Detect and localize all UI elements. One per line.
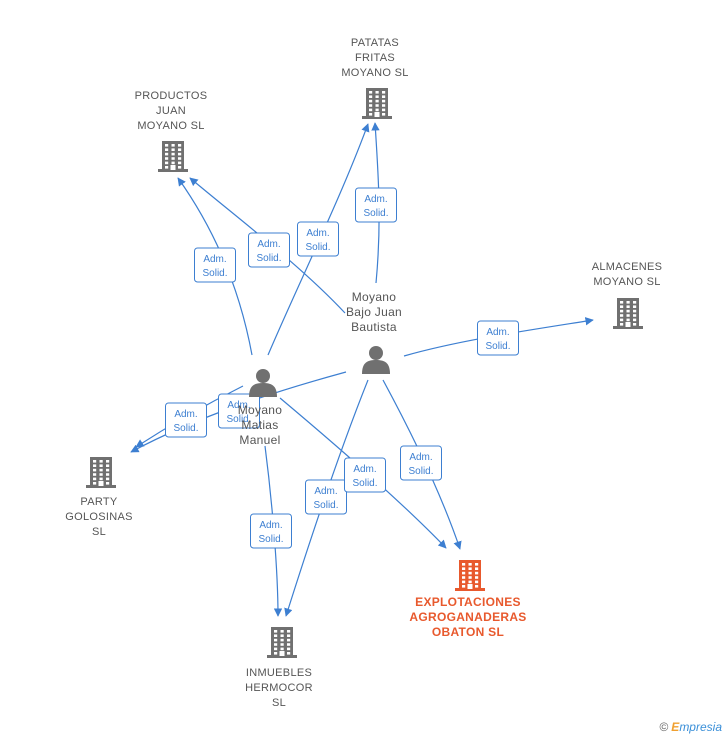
node-label-line: FRITAS: [355, 52, 395, 64]
edge-label-box: [355, 187, 397, 223]
edge-label-text: Adm.: [364, 194, 387, 205]
node-party[interactable]: PARTY GOLOSINAS SL: [65, 457, 133, 538]
edge-label-bajo-to-patatas[interactable]: Adm. Solid.: [355, 187, 397, 223]
node-label-line: EXPLOTACIONES: [415, 595, 521, 609]
node-productos[interactable]: PRODUCTOS JUAN MOYANO SL: [135, 90, 208, 172]
brand-initial: E: [671, 720, 680, 734]
node-label-line: Moyano: [238, 403, 283, 417]
copyright-symbol: ©: [659, 720, 669, 734]
person-icon: [249, 369, 277, 397]
node-label-line: MOYANO SL: [341, 67, 408, 79]
edge-label-text: Solid.: [408, 466, 433, 477]
edge-label-bajo-to-inmuebles[interactable]: Adm. Solid.: [305, 479, 347, 515]
edge-label-box: [400, 445, 442, 481]
watermark: ©Empresia: [659, 720, 722, 734]
edge-label-text: Solid.: [352, 478, 377, 489]
edge-labels-layer: Adm. Solid. Adm. Solid. Adm. Solid. Adm. Solid.…: [165, 187, 519, 549]
edge-label-text: Solid.: [363, 208, 388, 219]
node-label-line: JUAN: [156, 105, 186, 117]
edge-label-text: Adm.: [314, 486, 337, 497]
node-label-line: OBATON SL: [432, 625, 504, 639]
edge-label-text: Solid.: [485, 341, 510, 352]
edge-label-box: [250, 513, 292, 549]
edge-label-text: Adm.: [486, 327, 509, 338]
node-label-line: HERMOCOR: [245, 682, 313, 694]
edge-label-text: Adm.: [174, 409, 197, 420]
node-inmuebles[interactable]: INMUEBLES HERMOCOR SL: [245, 627, 313, 709]
node-label-line: PATATAS: [351, 37, 399, 49]
edge-label-manuel-to-explotaciones[interactable]: Adm. Solid.: [344, 457, 386, 493]
node-label-line: Moyano: [352, 290, 397, 304]
edge-label-text: Adm.: [353, 464, 376, 475]
building-icon: [267, 627, 297, 658]
node-patatas[interactable]: PATATAS FRITAS MOYANO SL: [341, 37, 408, 119]
edge-label-text: Solid.: [258, 534, 283, 545]
node-label-line: GOLOSINAS: [65, 511, 133, 523]
node-label-line: Bajo Juan: [346, 305, 402, 319]
edge-label-text: Adm.: [257, 239, 280, 250]
edge-label-box: [165, 402, 207, 438]
edge-label-bajo-to-party[interactable]: Adm. Solid.: [218, 393, 260, 429]
node-label-line: Bautista: [351, 320, 397, 334]
node-label-line: ALMACENES: [592, 261, 663, 273]
edge-label-box: [297, 221, 339, 257]
edge-label-text: Adm.: [203, 254, 226, 265]
brand-name: mpresia: [679, 720, 722, 734]
building-icon: [158, 141, 188, 172]
edge-label-box: [305, 479, 347, 515]
node-label-line: SL: [272, 697, 286, 709]
edge-label-manuel-to-inmuebles[interactable]: Adm. Solid.: [250, 513, 292, 549]
node-label-line: PRODUCTOS: [135, 90, 208, 102]
node-label-line: MOYANO SL: [137, 120, 204, 132]
edge-label-text: Adm.: [409, 452, 432, 463]
node-almacenes[interactable]: ALMACENES MOYANO SL: [592, 261, 663, 329]
nodes-layer: PATATAS FRITAS MOYANO SL PRODUCTOS JUAN MOYAN…: [65, 37, 662, 709]
node-label-line: SL: [92, 526, 106, 538]
node-label-line: INMUEBLES: [246, 667, 312, 679]
building-icon: [613, 298, 643, 329]
edge-label-manuel-to-patatas[interactable]: Adm. Solid.: [297, 221, 339, 257]
node-label-line: Matias: [241, 418, 278, 432]
edge-label-text: Solid.: [202, 268, 227, 279]
edge-label-box: [248, 232, 290, 268]
node-label-line: AGROGANADERAS: [409, 610, 526, 624]
edge-label-text: Solid.: [305, 242, 330, 253]
edge-label-text: Solid.: [173, 423, 198, 434]
edge-label-bajo-to-almacenes[interactable]: Adm. Solid.: [477, 320, 519, 356]
person-icon: [362, 346, 390, 374]
edge-label-text: Solid.: [226, 414, 251, 425]
edge-label-text: Solid.: [256, 253, 281, 264]
edge-label-bajo-to-productos[interactable]: Adm. Solid.: [248, 232, 290, 268]
building-icon: [86, 457, 116, 488]
edge-label-box: [477, 320, 519, 356]
edge-label-bajo-to-explotaciones[interactable]: Adm. Solid.: [400, 445, 442, 481]
edge-label-box: [194, 247, 236, 283]
edge-label-box: [218, 393, 260, 429]
building-icon: [362, 88, 392, 119]
edge-label-box: [344, 457, 386, 493]
node-label-line: Manuel: [239, 433, 280, 447]
building-icon: [455, 560, 485, 591]
edge-label-text: Adm.: [259, 520, 282, 531]
edge-label-text: Adm.: [306, 228, 329, 239]
node-label-line: PARTY: [80, 496, 118, 508]
node-label-line: MOYANO SL: [593, 276, 660, 288]
edge-label-manuel-to-productos[interactable]: Adm. Solid.: [194, 247, 236, 283]
edge-label-text: Adm.: [227, 400, 250, 411]
edge-label-text: Solid.: [313, 500, 338, 511]
edge-label-manuel-to-party[interactable]: Adm. Solid.: [165, 402, 207, 438]
